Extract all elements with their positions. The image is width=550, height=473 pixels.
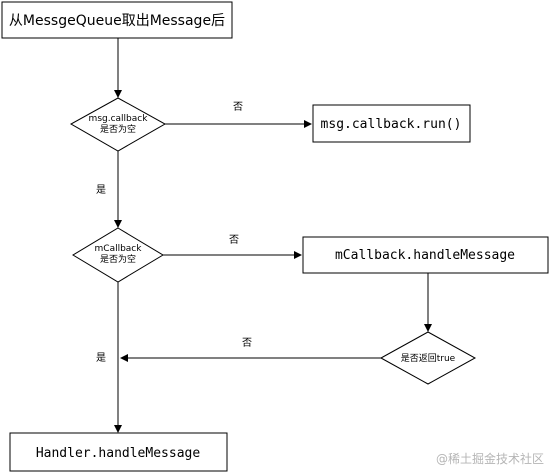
decision-returns-true: 是否返回true <box>379 331 477 385</box>
watermark: @稀土掘金技术社区 <box>435 452 544 466</box>
decision2-label-line1: mCallback <box>95 244 143 254</box>
edge-label-d2-yes: 是 <box>96 352 106 364</box>
action-mcallback-handlemessage: mCallback.handleMessage <box>302 236 549 274</box>
action2-label: mCallback.handleMessage <box>335 248 515 263</box>
action1-label: msg.callback.run() <box>321 117 462 132</box>
decision-msg-callback: msg.callback 是否为空 <box>69 97 167 152</box>
start-label: 从MessgeQueue取出Message后 <box>9 13 225 29</box>
action-msg-callback-run: msg.callback.run() <box>312 104 471 143</box>
decision1-label-line1: msg.callback <box>89 114 149 124</box>
decision-mcallback: mCallback 是否为空 <box>72 227 164 283</box>
edge-label-d1-yes: 是 <box>96 184 106 196</box>
decision2-label-line2: 是否为空 <box>100 253 136 265</box>
decision1-label-line2: 是否为空 <box>100 123 136 135</box>
decision3-label: 是否返回true <box>401 352 456 364</box>
end-node: Handler.handleMessage <box>9 432 228 472</box>
edge-label-d3-no: 否 <box>242 337 252 349</box>
edge-label-d1-no: 否 <box>233 101 243 113</box>
start-node: 从MessgeQueue取出Message后 <box>1 1 233 39</box>
end-label: Handler.handleMessage <box>36 446 201 461</box>
edge-label-d2-no: 否 <box>229 234 239 246</box>
